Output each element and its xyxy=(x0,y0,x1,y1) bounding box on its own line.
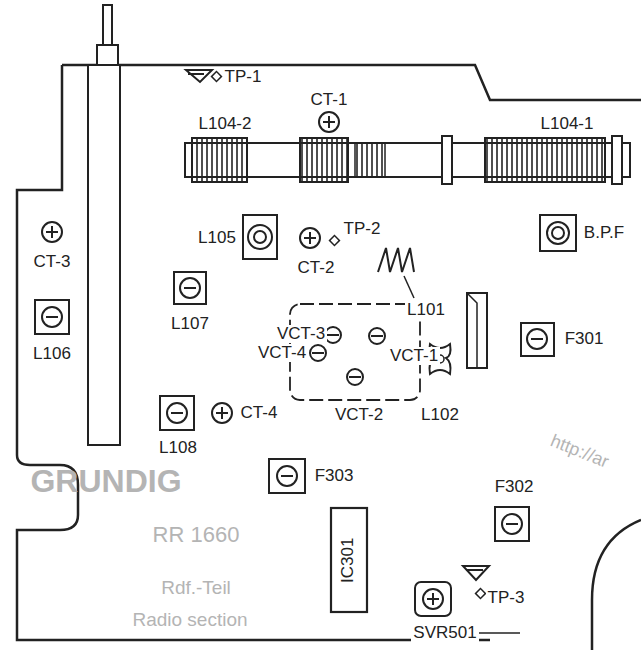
part-label: L101 xyxy=(405,301,447,320)
watermark-text: GRUNDIG xyxy=(30,464,181,499)
part-label: L108 xyxy=(157,439,199,458)
watermark-text: Radio section xyxy=(132,610,247,631)
vct-slot xyxy=(371,335,383,337)
ceramic-filter xyxy=(467,293,487,368)
test-point-diamond xyxy=(476,589,486,599)
preset-resistor-wiper xyxy=(423,589,443,609)
filter-can xyxy=(521,323,554,356)
vct-screw xyxy=(347,369,363,385)
part-label: CT-2 xyxy=(296,259,337,278)
watermark-text: Rdf.-Teil xyxy=(161,578,231,599)
part-label: L104-1 xyxy=(539,115,596,134)
trimmer-body xyxy=(300,228,320,248)
watermark-text: RR 1660 xyxy=(153,523,240,547)
part-label: VCT-4 xyxy=(256,344,308,363)
trimmer-symbol xyxy=(42,112,339,423)
part-label: CT-1 xyxy=(309,91,350,110)
trimmer-slot xyxy=(304,232,316,244)
filter-core xyxy=(42,307,62,327)
trimmer-body xyxy=(42,222,62,242)
part-label: CT-4 xyxy=(239,404,280,423)
part-label: TP-2 xyxy=(342,220,383,239)
part-label: VCT-1 xyxy=(388,347,440,366)
trimmer-body xyxy=(319,112,339,132)
test-point-diamond xyxy=(330,236,340,246)
coil-winding xyxy=(355,143,385,177)
part-label: L104-2 xyxy=(197,115,254,134)
preset-resistor xyxy=(415,582,451,616)
vct-slot xyxy=(327,334,339,336)
part-label: L102 xyxy=(419,406,461,425)
filter-can xyxy=(269,459,305,493)
filter-slot xyxy=(506,523,518,525)
part-label: F302 xyxy=(493,478,536,497)
coil-flange xyxy=(612,136,622,184)
trimmer-slot xyxy=(46,226,58,238)
part-label: F303 xyxy=(313,467,356,486)
coil-winding xyxy=(300,138,348,182)
part-label: VCT-3 xyxy=(275,325,327,344)
vct-screw xyxy=(369,328,385,344)
ic-outline xyxy=(331,508,367,612)
filter-core xyxy=(277,466,297,486)
watermark-text: http://ar xyxy=(548,431,612,472)
coil-core xyxy=(547,222,569,244)
test-point-diamond xyxy=(212,72,222,82)
part-label: L105 xyxy=(196,229,238,248)
filter-core xyxy=(527,329,547,349)
filter-slot xyxy=(281,475,293,477)
filter-core xyxy=(502,514,522,534)
preset-resistor-slot xyxy=(427,593,439,605)
part-label: IC301 xyxy=(340,535,359,584)
filter-can xyxy=(160,396,194,430)
filter-can xyxy=(174,272,206,304)
leader-line xyxy=(476,632,520,634)
vct-slot xyxy=(349,376,361,378)
part-label: TP-1 xyxy=(223,68,264,87)
filter-can-symbol xyxy=(35,272,554,541)
filter-slot xyxy=(531,338,543,340)
air-coil xyxy=(378,248,414,272)
part-label: L107 xyxy=(169,315,211,334)
part-label: TP-3 xyxy=(486,589,527,608)
ceramic-filter-edge xyxy=(467,293,477,368)
part-label: SVR501 xyxy=(411,624,478,643)
trimmer-slot xyxy=(323,116,335,128)
coil-core xyxy=(254,231,266,243)
filter-slot xyxy=(184,287,196,289)
filter-core xyxy=(167,403,187,423)
coil-can xyxy=(243,215,277,259)
test-point-symbol xyxy=(186,70,212,82)
vct-screw xyxy=(310,345,326,361)
test-point-symbol xyxy=(463,566,489,580)
vct-slot xyxy=(312,352,324,354)
trimmer-body xyxy=(212,403,232,423)
filter-slot xyxy=(171,412,183,414)
trimmer-slot xyxy=(216,407,228,419)
filter-slot xyxy=(46,316,58,318)
board-outline xyxy=(17,65,641,650)
part-label: L106 xyxy=(31,345,73,364)
filter-core xyxy=(180,278,200,298)
ferrite-rod xyxy=(88,65,120,445)
coil-winding xyxy=(485,138,605,182)
vct-screw xyxy=(325,327,341,343)
antenna-post-base xyxy=(97,45,118,65)
coil-core xyxy=(248,225,272,249)
part-label: F301 xyxy=(563,330,606,349)
coil-can xyxy=(540,215,576,251)
part-label: B.P.F xyxy=(582,224,626,243)
coil-flange xyxy=(442,136,452,184)
part-label: VCT-2 xyxy=(333,406,385,425)
part-label: CT-3 xyxy=(32,253,73,272)
leader-line xyxy=(404,276,414,298)
coil-winding xyxy=(192,138,247,182)
antenna-post xyxy=(103,5,112,47)
filter-can xyxy=(495,507,529,541)
coil-core xyxy=(552,227,564,239)
filter-can xyxy=(35,300,69,334)
